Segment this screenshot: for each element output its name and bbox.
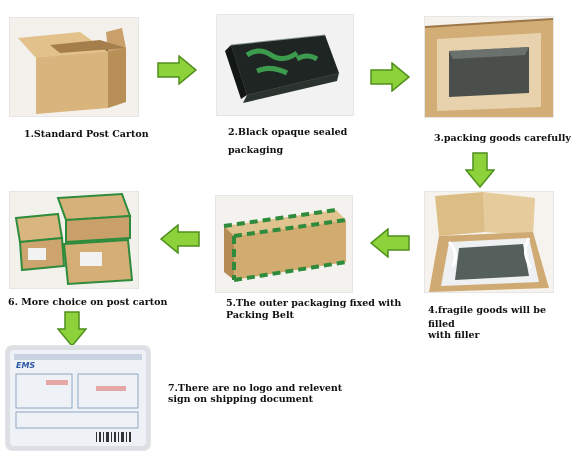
step-3-caption: 3.packing goods carefully bbox=[434, 133, 571, 144]
fragile-goods-filler-icon bbox=[425, 192, 553, 292]
arrow-right-icon bbox=[370, 62, 410, 92]
goods-in-carton-icon bbox=[425, 17, 553, 117]
step-1-image bbox=[10, 18, 138, 116]
step-5-image bbox=[216, 196, 352, 292]
step-3-image bbox=[425, 17, 553, 117]
step-2-caption-line-1: 2.Black opaque sealed bbox=[228, 127, 348, 138]
carton-open-icon bbox=[10, 18, 138, 116]
carton-stack-icon bbox=[10, 192, 138, 288]
step-2-caption-line-2: packaging bbox=[228, 145, 284, 156]
step-4-image bbox=[425, 192, 553, 292]
step-4-caption-line-2: with filler bbox=[428, 330, 480, 341]
step-7-caption-line-2: sign on shipping document bbox=[168, 394, 314, 405]
step-6-caption: 6. More choice on post carton bbox=[8, 297, 168, 308]
arrow-down-icon bbox=[57, 311, 87, 347]
step-5-caption: 5.The outer packaging fixed with Packing… bbox=[226, 297, 401, 323]
step-2-image bbox=[217, 15, 353, 115]
document-logo-text: EMS bbox=[16, 361, 35, 370]
step-7-image: EMS bbox=[6, 346, 150, 450]
step-4-caption-line-1: 4.fragile goods will be filled bbox=[428, 305, 546, 330]
arrow-left-icon bbox=[160, 224, 200, 254]
arrow-down-icon bbox=[465, 152, 495, 188]
step-2-caption: 2.Black opaque sealed packaging bbox=[228, 126, 347, 158]
shipping-document-icon: EMS bbox=[6, 346, 150, 450]
arrow-left-icon bbox=[370, 228, 410, 258]
arrow-right-icon bbox=[157, 55, 197, 85]
step-4-caption: 4.fragile goods will be filled with fill… bbox=[428, 304, 576, 343]
step-5-caption-line-1: 5.The outer packaging fixed with bbox=[226, 298, 402, 309]
step-5-caption-line-2: Packing Belt bbox=[226, 310, 294, 321]
black-sealed-package-icon bbox=[217, 15, 353, 115]
step-6-image bbox=[10, 192, 138, 288]
step-7-caption-line-1: 7.There are no logo and relevent bbox=[168, 383, 343, 394]
step-1-caption: 1.Standard Post Carton bbox=[24, 129, 149, 140]
taped-box-icon bbox=[216, 196, 352, 292]
step-7-caption: 7.There are no logo and relevent sign on… bbox=[168, 382, 342, 407]
